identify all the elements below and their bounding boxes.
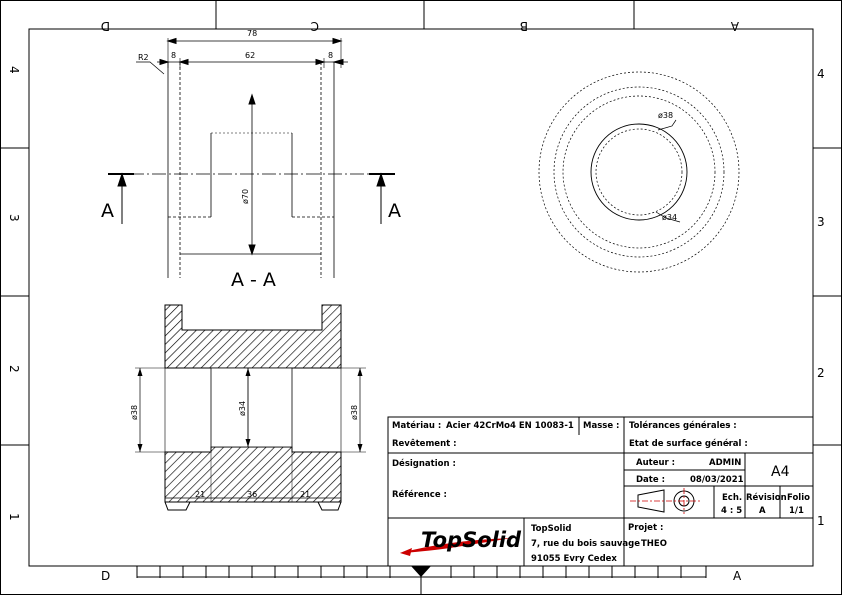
row-right-1: 1: [817, 514, 825, 528]
zone-top-c: C: [311, 19, 319, 33]
project-value: THEO: [641, 539, 667, 549]
topsolid-logo: TopSolid: [400, 528, 522, 556]
row-right-4: 4: [817, 67, 825, 81]
zone-bottom-d: D: [101, 569, 110, 583]
zone-bottom-a: A: [733, 569, 742, 583]
front-view: [538, 71, 740, 273]
dim-radius: R2: [138, 53, 149, 62]
front-view-labels: ø38 ø34: [658, 111, 677, 222]
revision-label: Révision: [746, 492, 787, 503]
surface-value: -: [726, 439, 730, 449]
dim-dia-38-front: ø38: [658, 111, 673, 120]
mass-label: Masse :: [583, 421, 619, 431]
side-view: [108, 37, 395, 278]
dim-len-21-right: 21: [300, 490, 310, 499]
company-address-line2: 91055 Evry Cedex: [531, 554, 617, 564]
dim-dia-34-front: ø34: [662, 213, 677, 222]
author-value: ADMIN: [709, 458, 741, 468]
cut-mark-right: A: [388, 200, 401, 222]
date-label: Date :: [636, 475, 665, 485]
title-block-text: Matériau : Acier 42CrMo4 EN 10083-1 Mass…: [392, 420, 810, 564]
projection-symbol-icon: [630, 488, 700, 514]
date-value: 08/03/2021: [690, 475, 744, 485]
row-right-3: 3: [817, 215, 825, 229]
zone-top-a: A: [730, 19, 739, 33]
dim-len-36: 36: [247, 490, 257, 499]
coating-label: Revêtement :: [392, 438, 457, 449]
row-left-4: 4: [7, 66, 21, 74]
scale-value: 4 : 5: [721, 506, 742, 516]
folio-label: Folio: [787, 493, 810, 503]
surface-label: Etat de surface général :: [629, 438, 748, 449]
logo-text: TopSolid: [421, 528, 522, 552]
folio-value: 1/1: [789, 506, 804, 516]
zone-top-b: B: [520, 19, 528, 33]
company-name: TopSolid: [531, 524, 571, 534]
side-view-labels: 78 62 8 8 R2 ø70 A A A - A: [101, 29, 401, 291]
row-left-1: 1: [7, 513, 21, 521]
company-address-line1: 7, rue du bois sauvage: [531, 539, 640, 549]
row-left-2: 2: [7, 365, 21, 373]
dim-dia-34-center: ø34: [238, 401, 247, 416]
dim-inner-length: 62: [245, 51, 255, 60]
dim-len-21-left: 21: [195, 490, 205, 499]
cut-mark-left: A: [101, 200, 114, 222]
title-block: [387, 416, 814, 567]
reference-label: Référence :: [392, 489, 447, 500]
project-label: Projet :: [628, 523, 663, 533]
tolerances-value: -: [727, 421, 731, 431]
dim-overall-length: 78: [247, 29, 257, 38]
tolerances-label: Tolérances générales :: [629, 420, 737, 431]
dim-dia-38-left: ø38: [130, 405, 139, 420]
section-view-labels: ø38 ø34 ø38 21 36 21: [130, 401, 359, 499]
dim-shoulder-right: 8: [328, 51, 333, 60]
zone-top-d: D: [101, 19, 110, 33]
material-value: Acier 42CrMo4 EN 10083-1: [446, 421, 574, 431]
material-label: Matériau :: [392, 420, 441, 431]
row-left-3: 3: [7, 214, 21, 222]
section-label: A - A: [231, 269, 276, 291]
row-right-2: 2: [817, 366, 825, 380]
author-label: Auteur :: [636, 458, 675, 468]
dim-dia-38-right: ø38: [350, 405, 359, 420]
format-value: A4: [771, 464, 790, 480]
designation-label: Désignation :: [392, 458, 456, 469]
revision-value: A: [759, 506, 766, 516]
section-view: [135, 304, 366, 511]
zone-labels: D C B A D A 4 3 2 1 4 3 2 1: [7, 19, 825, 583]
scale-label: Ech.: [722, 493, 742, 503]
dim-dia-70: ø70: [241, 189, 250, 204]
dim-shoulder-left: 8: [171, 51, 176, 60]
